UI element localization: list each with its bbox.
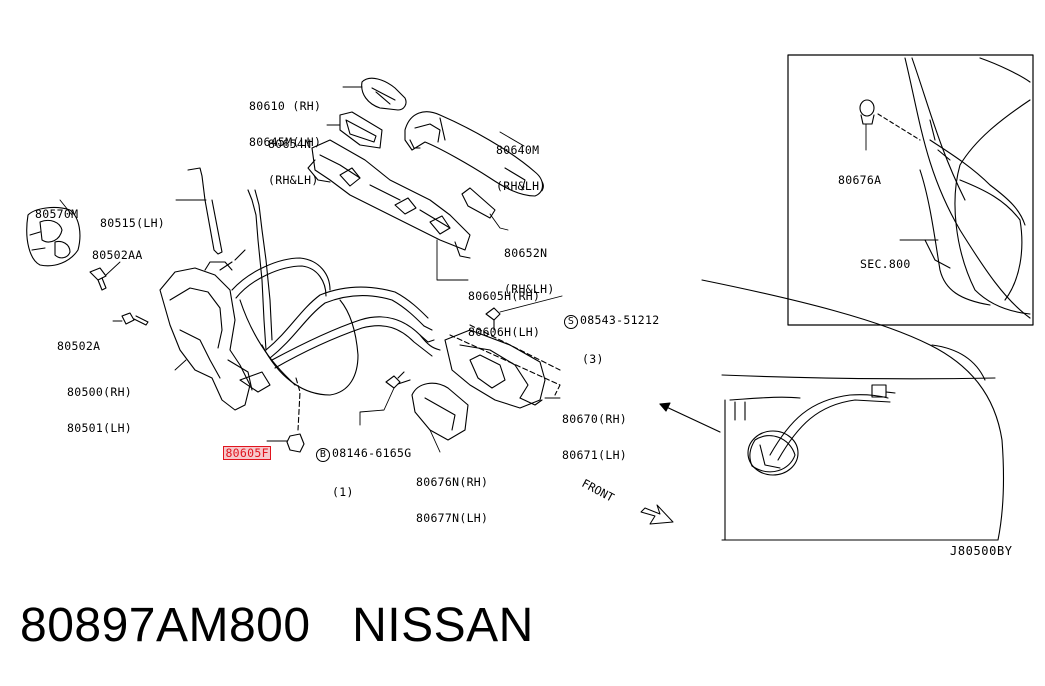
part-80640m-shape — [404, 111, 544, 197]
inset-detail — [787, 54, 1034, 326]
part-80515-shape — [175, 167, 223, 255]
part-80670-shape — [444, 324, 561, 409]
part-80605f-shape — [266, 433, 305, 453]
part-80502a-shape — [112, 312, 149, 326]
part-80610-shape — [342, 77, 407, 111]
label-80605f: 80605F — [209, 434, 271, 460]
label-80500: 80500(RH) 80501(LH) — [67, 385, 133, 435]
part-80500-shape — [159, 261, 271, 411]
label-08146-marker: B — [316, 448, 330, 462]
front-arrow-icon — [640, 504, 674, 525]
brand-name: NISSAN — [352, 599, 534, 652]
door-outline — [659, 279, 1004, 541]
label-80605h: 80605H(RH) 80606H(LH) — [468, 289, 541, 339]
label-08543-marker: S — [564, 315, 578, 329]
label-80676a: 80676A — [838, 173, 882, 187]
label-80676n: 80676N(RH) 80677N(LH) — [416, 475, 489, 525]
part-title: 80897AM800 NISSAN — [20, 598, 534, 654]
label-80515: 80515(LH) — [100, 216, 166, 230]
part-80502aa-shape — [89, 261, 121, 291]
diagram-code: J80500BY — [950, 544, 1013, 558]
label-80502a: 80502A — [57, 339, 101, 353]
part-08146-shape — [359, 371, 411, 426]
part-80676n-shape — [411, 382, 469, 453]
label-80654n: 80654N (RH&LH) — [268, 137, 319, 187]
label-sec800: SEC.800 — [860, 257, 911, 271]
label-80640m: 80640M (RH&LH) — [496, 143, 547, 193]
part-80654n-shape — [326, 111, 383, 149]
label-80652n: 80652N (RH&LH) — [504, 246, 555, 296]
label-80570m: 80570M — [35, 207, 79, 221]
part-80652n-shape — [461, 187, 509, 231]
cables — [219, 189, 441, 431]
label-80610: 80610 (RH) 80645M(LH) — [249, 99, 322, 149]
label-80502aa: 80502AA — [92, 248, 143, 262]
label-80670: 80670(RH) 80671(LH) — [562, 412, 628, 462]
part-08543-shape — [485, 295, 563, 331]
part-number: 80897AM800 — [20, 599, 311, 652]
highlighted-part-80605f[interactable]: 80605F — [223, 446, 271, 460]
part-80570m-shape — [26, 199, 81, 267]
part-80605h-shape — [307, 139, 471, 281]
